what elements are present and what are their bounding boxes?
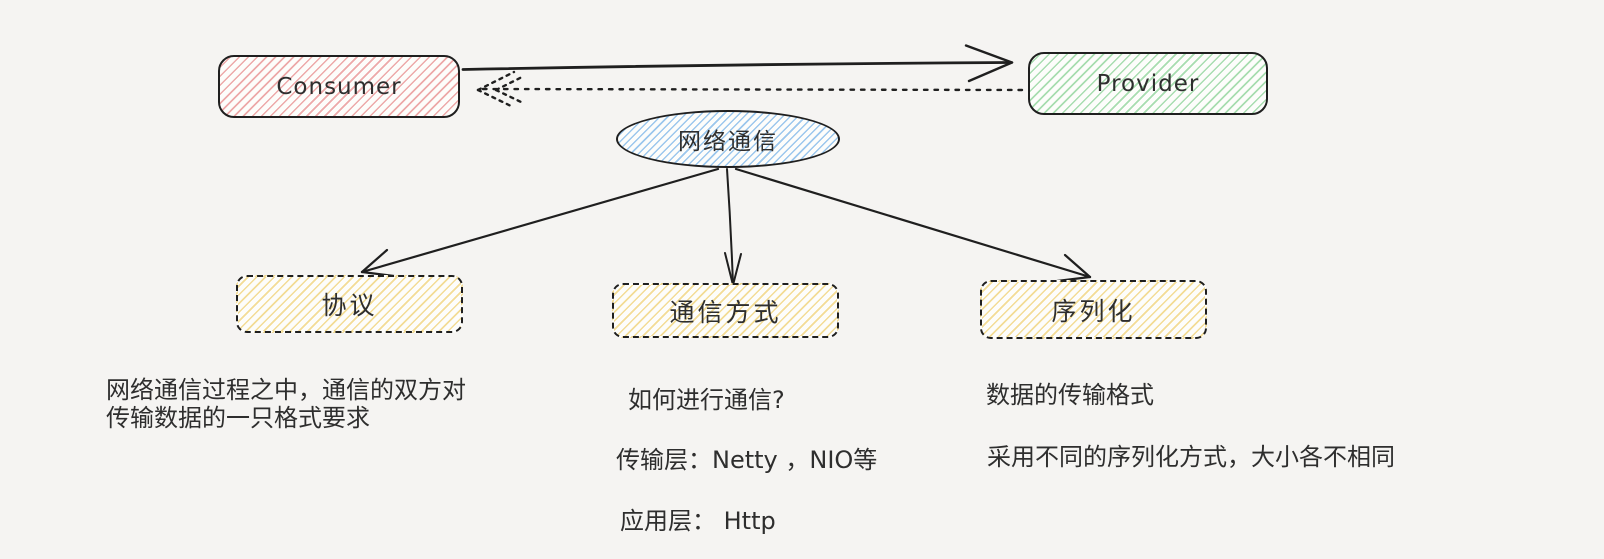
protocol-note-line2: 传输数据的一只格式要求 xyxy=(106,404,370,432)
consumer-node: Consumer xyxy=(218,55,460,118)
arrow-provider-to-consumer-dashed xyxy=(476,70,1024,109)
serialization-note-line1: 数据的传输格式 xyxy=(986,381,1154,409)
serialization-label: 序列化 xyxy=(1051,296,1136,326)
provider-label: Provider xyxy=(1096,70,1200,97)
serialization-note-line2: 采用不同的序列化方式，大小各不相同 xyxy=(987,443,1395,471)
communication-note-line3: 应用层： Http xyxy=(620,507,776,535)
arrow-consumer-to-provider xyxy=(461,44,1014,83)
arrow-hub-to-communication xyxy=(724,168,742,286)
provider-node: Provider xyxy=(1028,52,1268,115)
hub-label: 网络通信 xyxy=(678,129,778,155)
protocol-note: 网络通信过程之中，通信的双方对 传输数据的一只格式要求 xyxy=(106,376,466,432)
protocol-label: 协议 xyxy=(321,291,378,320)
hub-node: 网络通信 xyxy=(616,110,840,168)
protocol-node: 协议 xyxy=(236,275,463,333)
protocol-note-line1: 网络通信过程之中，通信的双方对 xyxy=(106,376,466,404)
communication-note-line1: 如何进行通信? xyxy=(628,386,785,414)
communication-label: 通信方式 xyxy=(669,297,782,327)
communication-note-line2: 传输层：Netty ，NIO等 xyxy=(616,446,878,474)
consumer-label: Consumer xyxy=(276,73,402,100)
arrow-hub-to-protocol xyxy=(360,167,720,278)
arrow-hub-to-serialization xyxy=(734,167,1092,283)
communication-node: 通信方式 xyxy=(612,283,839,338)
serialization-node: 序列化 xyxy=(980,280,1207,339)
